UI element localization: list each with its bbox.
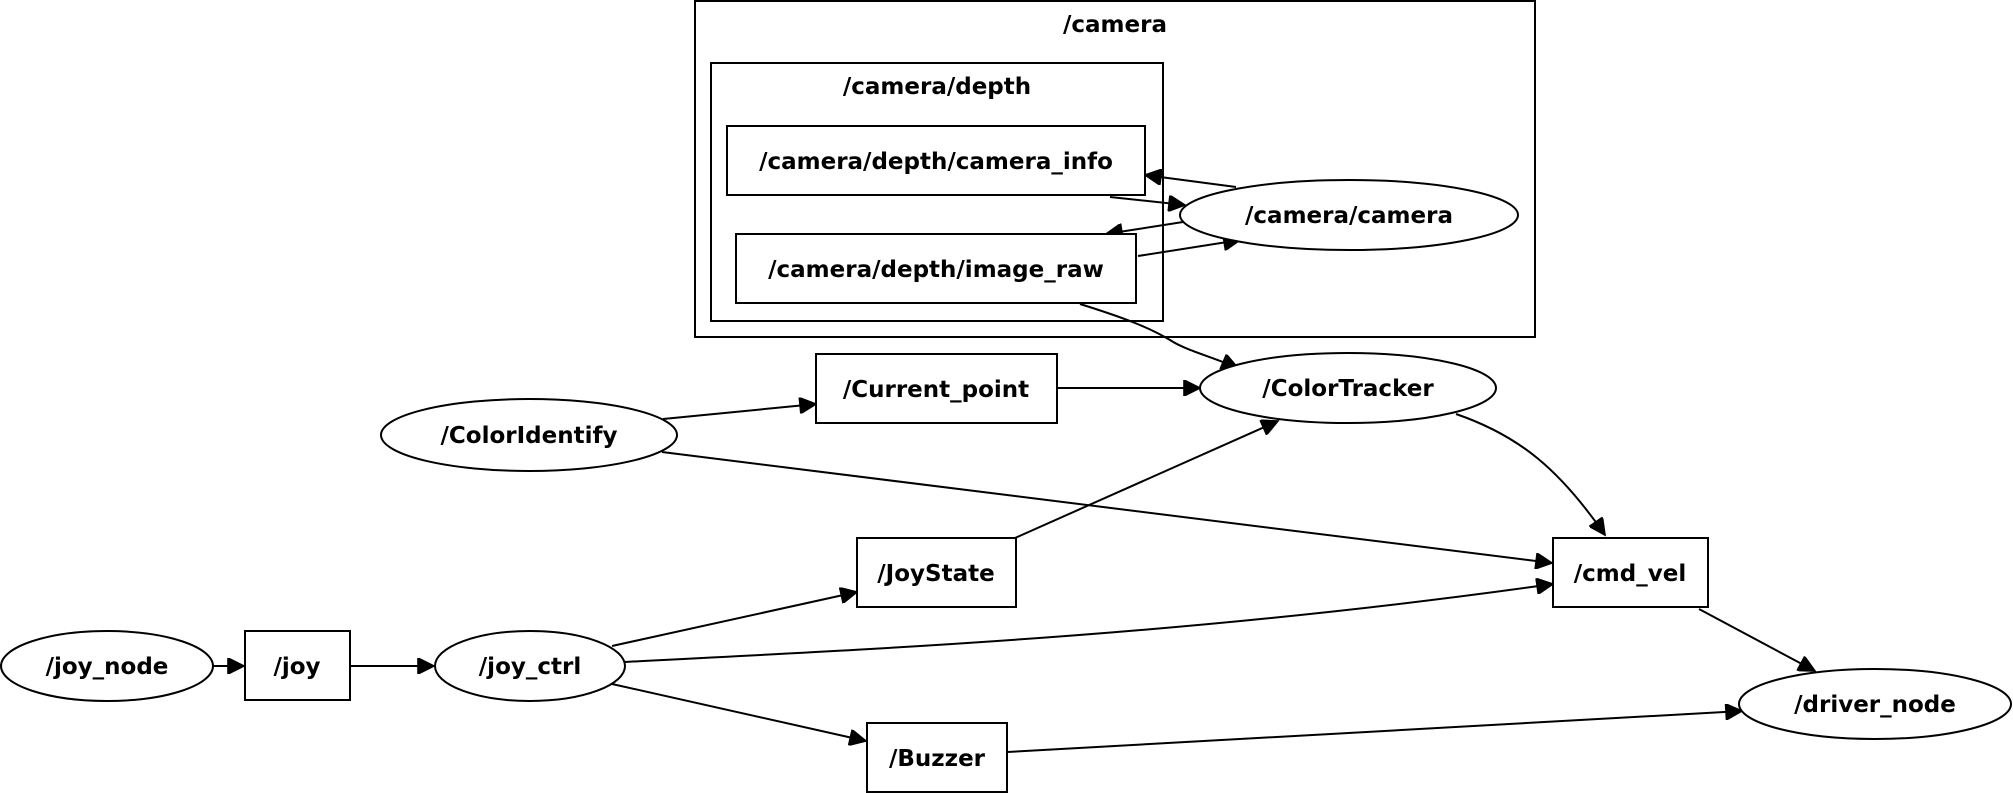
edge-image-raw-to-color-tracker <box>1079 303 1238 368</box>
node-joy-state[interactable]: /JoyState <box>856 537 1017 608</box>
node-camera-camera[interactable]: /camera/camera <box>1179 179 1519 251</box>
cluster-camera-label: /camera <box>1063 12 1167 38</box>
cluster-camera: /camera <box>694 0 1536 338</box>
edge-camera-info-to-camera-camera <box>1109 197 1185 205</box>
node-image-raw-label: /camera/depth/image_raw <box>768 257 1104 283</box>
node-color-identify[interactable]: /ColorIdentify <box>380 398 678 472</box>
node-buzzer[interactable]: /Buzzer <box>866 722 1008 793</box>
node-joy[interactable]: /joy <box>244 630 351 701</box>
node-driver-node-label: /driver_node <box>1794 692 1956 718</box>
node-color-tracker[interactable]: /ColorTracker <box>1199 352 1497 424</box>
cluster-camera-depth: /camera/depth <box>710 62 1164 322</box>
node-buzzer-label: /Buzzer <box>889 746 986 772</box>
node-image-raw[interactable]: /camera/depth/image_raw <box>735 233 1137 304</box>
node-color-identify-label: /ColorIdentify <box>441 423 618 449</box>
node-joy-label: /joy <box>273 654 320 680</box>
node-joy-ctrl[interactable]: /joy_ctrl <box>434 630 626 702</box>
edge-buzzer-to-driver-node <box>1006 711 1742 753</box>
edge-joy-ctrl-to-cmd-vel <box>623 584 1553 663</box>
node-cmd-vel[interactable]: /cmd_vel <box>1552 537 1709 608</box>
node-camera-camera-label: /camera/camera <box>1245 203 1453 229</box>
edge-image-raw-to-camera-camera <box>1137 240 1240 257</box>
node-joy-state-label: /JoyState <box>877 561 994 587</box>
node-joy-node[interactable]: /joy_node <box>0 630 214 702</box>
edge-cmd-vel-to-driver-node <box>1698 608 1815 672</box>
edge-color-identify-to-current-point <box>662 404 816 420</box>
cluster-camera-depth-label: /camera/depth <box>843 74 1031 100</box>
node-joy-ctrl-label: /joy_ctrl <box>479 654 581 680</box>
node-camera-info-label: /camera/depth/camera_info <box>759 149 1113 175</box>
edge-color-identify-to-cmd-vel <box>661 451 1552 563</box>
node-driver-node[interactable]: /driver_node <box>1738 668 2012 740</box>
edge-camera-camera-to-camera-info <box>1145 175 1237 188</box>
node-current-point-label: /Current_point <box>843 377 1029 403</box>
node-camera-info[interactable]: /camera/depth/camera_info <box>726 125 1146 196</box>
edge-joy-ctrl-to-buzzer <box>611 683 866 741</box>
edge-joy-ctrl-to-joy-state <box>611 592 857 647</box>
node-color-tracker-label: /ColorTracker <box>1262 376 1434 402</box>
edge-color-tracker-to-cmd-vel <box>1455 413 1605 535</box>
node-current-point[interactable]: /Current_point <box>815 353 1058 424</box>
node-cmd-vel-label: /cmd_vel <box>1574 561 1686 587</box>
node-joy-node-label: /joy_node <box>46 654 169 680</box>
edge-joy-state-to-color-tracker <box>1014 421 1278 539</box>
edge-camera-camera-to-image-raw <box>1106 221 1184 234</box>
edges <box>214 175 1815 753</box>
